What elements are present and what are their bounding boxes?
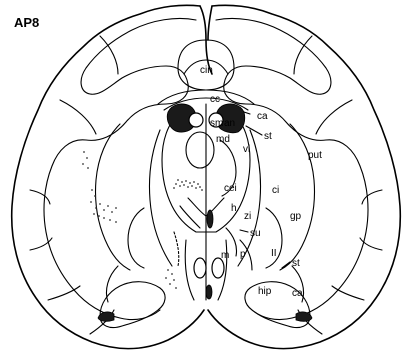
label-cei: cei [224, 183, 237, 194]
label-md: md [216, 134, 230, 145]
p-nucleus [212, 258, 224, 278]
sm-nucleus [189, 113, 203, 127]
label-an: an [224, 118, 235, 129]
label-st-top: st [264, 131, 272, 142]
section-title: AP8 [14, 15, 39, 30]
cei-stippling [173, 179, 203, 191]
label-cin: cin [200, 65, 213, 76]
label-h: h [231, 203, 237, 214]
label-st-bottom: st [292, 258, 300, 269]
label-gp: gp [290, 211, 302, 222]
central-dark-nucleus [207, 210, 213, 228]
label-II: II [271, 248, 277, 259]
label-hip: hip [258, 286, 272, 297]
label-put: put [308, 150, 322, 161]
label-cc: cc [210, 94, 220, 105]
ventral-dark-nucleus [206, 285, 212, 299]
thalamus-region [162, 104, 250, 300]
label-m: m [221, 250, 229, 261]
hippocampus-region [98, 282, 312, 328]
label-ca-top: ca [257, 111, 268, 122]
md-nucleus [186, 132, 214, 168]
label-su: su [250, 228, 261, 239]
left-lateral-structures [82, 124, 179, 302]
label-ci: ci [272, 185, 279, 196]
label-zi: zi [244, 211, 251, 222]
label-vl: vl [243, 144, 250, 155]
label-ca-bottom: ca [292, 288, 303, 299]
label-sm: sm [210, 118, 223, 129]
left-ventral-stippling [165, 269, 177, 289]
label-p: p [240, 249, 246, 260]
m-nucleus [194, 258, 206, 278]
